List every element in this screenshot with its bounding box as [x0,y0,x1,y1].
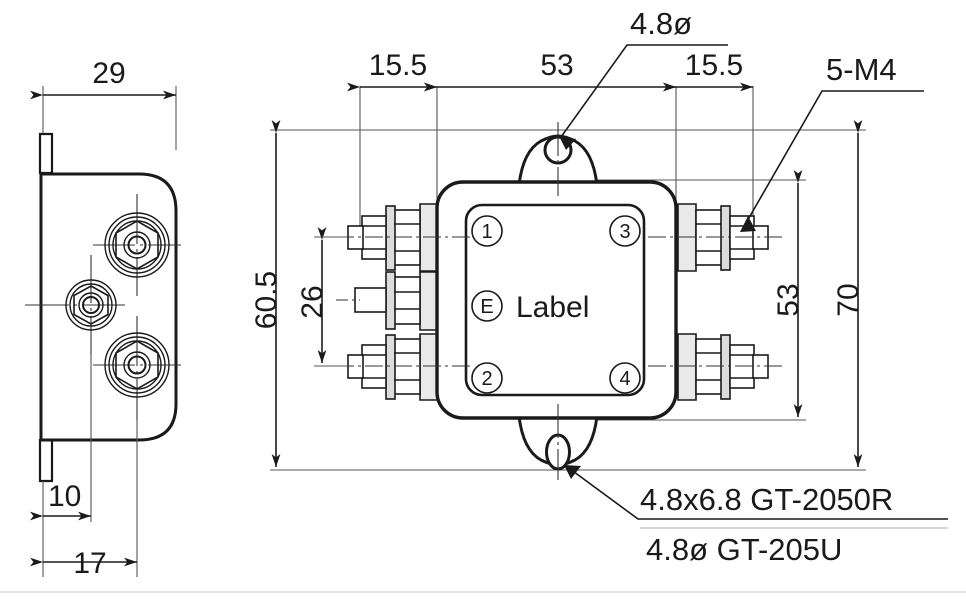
leader-bottom-notes: 4.8x6.8 GT-2050R 4.8ø GT-205U [564,465,948,567]
terminal-marker-1: 1 [471,215,503,247]
dim-15p5-left-label: 15.5 [369,49,427,82]
dim-60p5: 60.5 [250,120,283,467]
dim-10-label: 10 [48,480,81,513]
dim-15p5-left: 15.5 [347,49,437,92]
dim-29-label: 29 [92,57,125,90]
dim-53-top: 53 [424,49,676,92]
front-view-center-lines [336,122,782,480]
leader-5m4: 5-M4 [740,52,924,232]
terminal-marker-3: 3 [609,215,641,247]
dim-17: 17 [30,547,137,580]
dim-53-right-label: 53 [772,283,805,316]
side-terminal-bottom [104,332,170,398]
leader-hole-diameter-label: 4.8ø [630,6,692,41]
dim-53-top-label: 53 [540,49,573,82]
dim-10: 10 [30,480,91,521]
dim-15p5-right-label: 15.5 [685,49,743,82]
terminal-marker-4-label: 4 [619,368,630,390]
side-view-top-tab [38,132,54,175]
side-view: 29 [25,57,181,580]
leader-5m4-label: 5-M4 [826,52,897,87]
left-terminal-middle [354,271,439,331]
dim-26: 26 [296,227,329,363]
side-terminal-top [104,212,170,278]
dim-26-extension-lines [314,236,348,367]
dim-29: 29 [30,57,176,100]
terminal-marker-2-label: 2 [481,368,492,390]
terminal-marker-4: 4 [609,362,641,394]
dim-17-label: 17 [73,547,106,580]
terminal-marker-E: E [471,290,503,322]
side-view-bottom-tab [38,438,54,483]
terminal-marker-3-label: 3 [619,221,630,243]
terminal-marker-E-label: E [480,296,493,318]
side-terminal-middle [65,279,117,331]
body-label-text: Label [516,291,589,324]
leader-round-label: 4.8ø GT-205U [646,532,842,567]
dim-70-label: 70 [832,283,865,316]
terminal-marker-2: 2 [471,362,503,394]
terminal-marker-1-label: 1 [481,221,492,243]
dim-15p5-right: 15.5 [663,49,753,92]
dim-70: 70 [832,120,865,467]
dim-60p5-label: 60.5 [250,271,283,329]
dim-26-label: 26 [296,285,329,318]
dim-53-right: 53 [772,170,805,417]
front-view: 15.5 53 15.5 [250,6,948,567]
leader-slot-label: 4.8x6.8 GT-2050R [640,482,893,517]
leader-hole-diameter: 4.8ø [559,6,728,150]
front-view-label-plate [464,203,646,397]
